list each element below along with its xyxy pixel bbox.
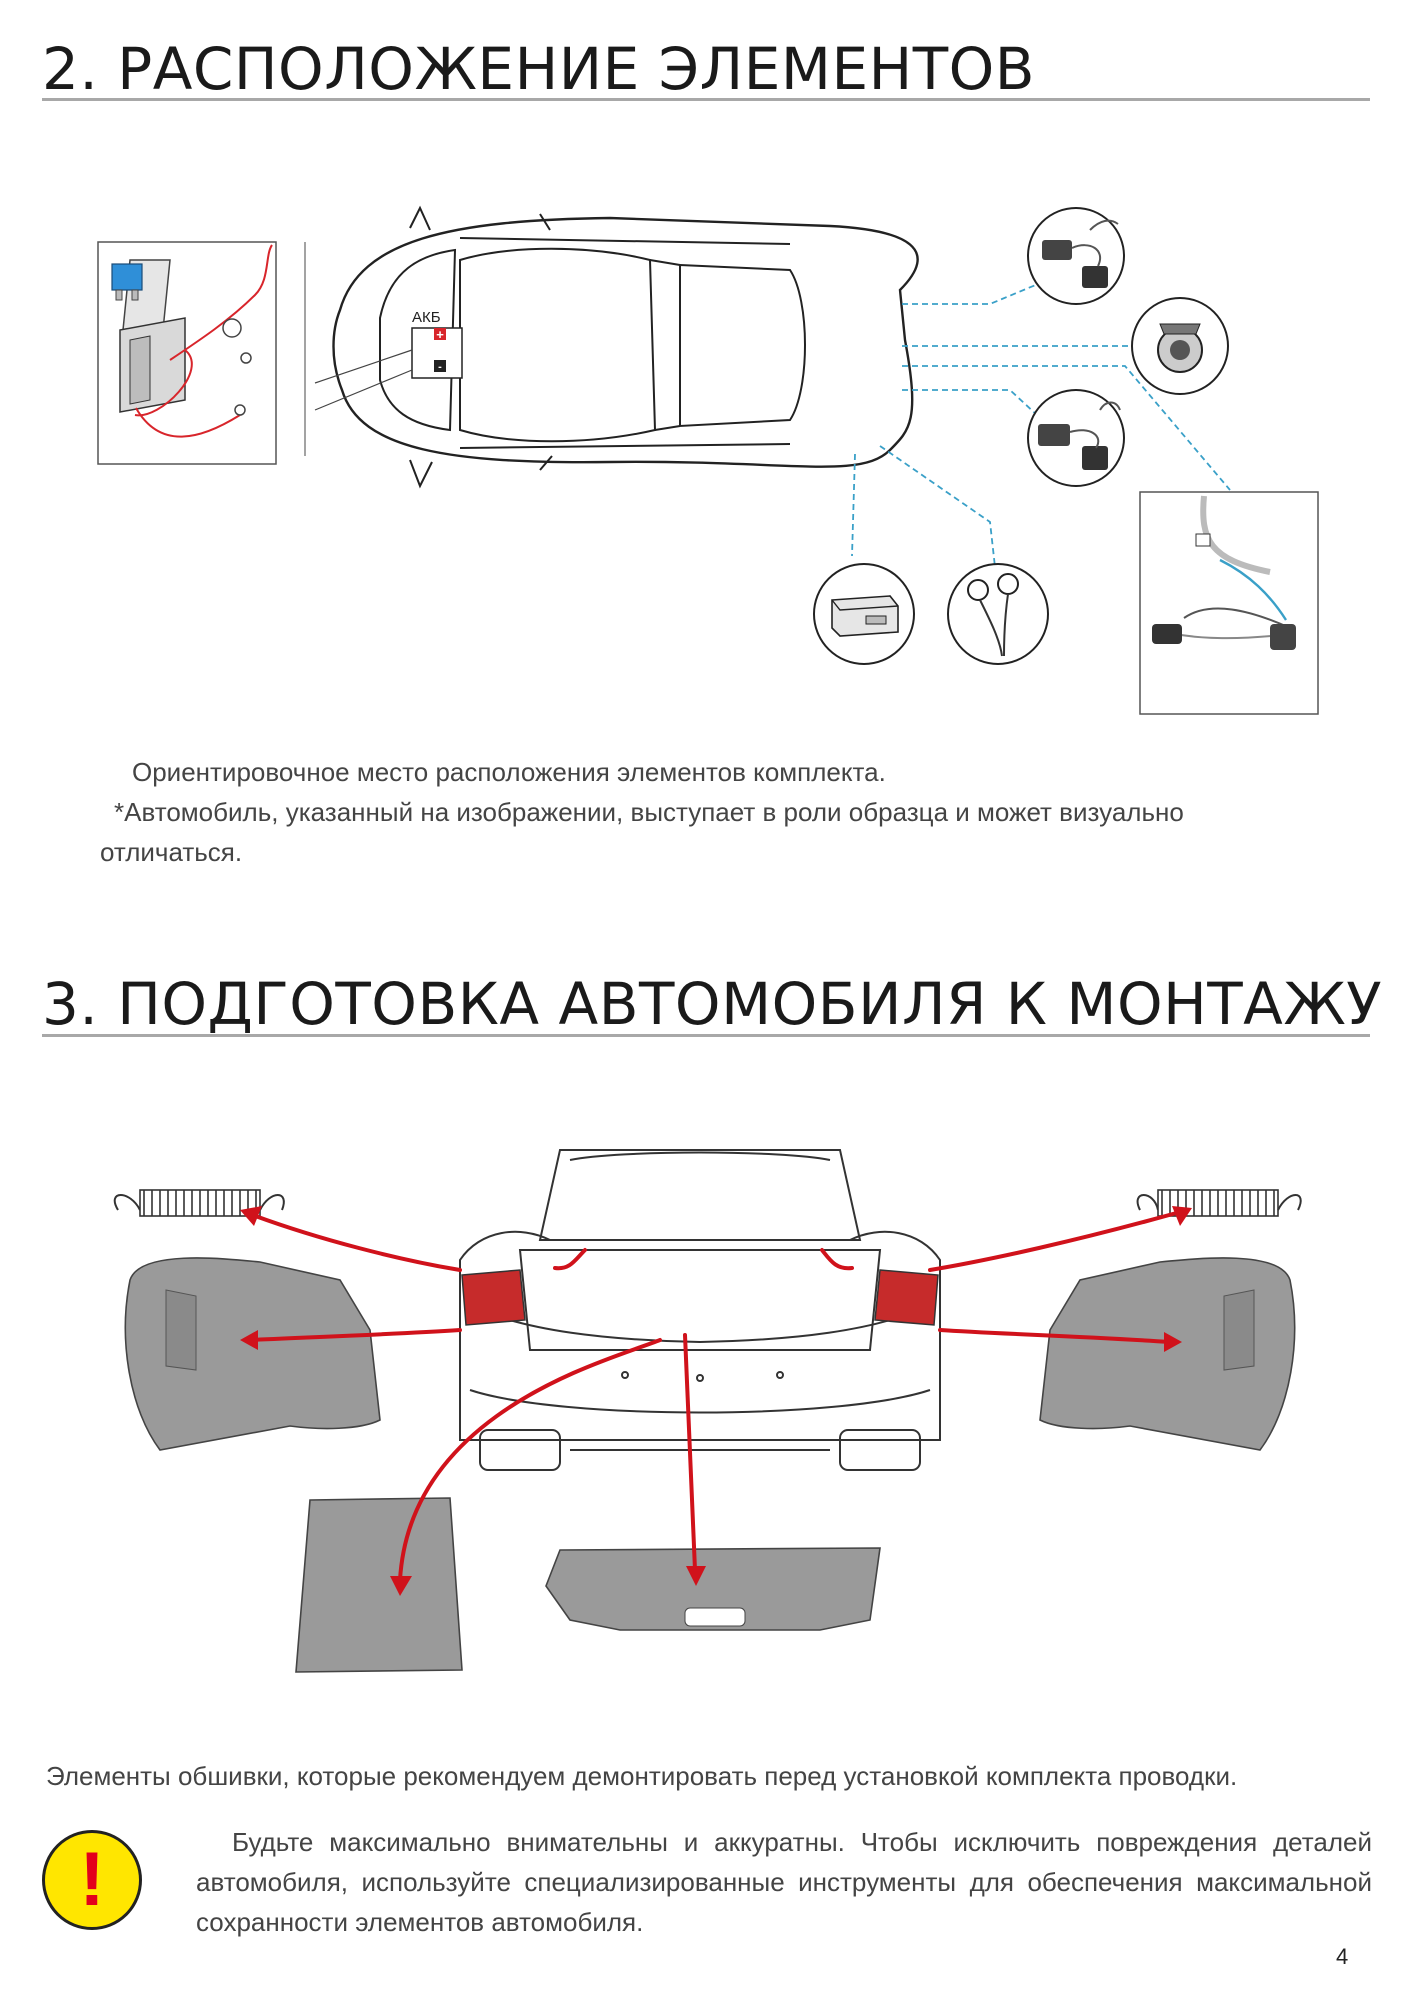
towbar-socket-detail bbox=[1131, 297, 1229, 395]
trim-removal-diagram bbox=[113, 1149, 1302, 1673]
warning-text-body: Будьте максимально внимательны и аккурат… bbox=[196, 1827, 1372, 1937]
rear-sill-trim bbox=[545, 1547, 881, 1631]
page-number: 4 bbox=[1336, 1944, 1349, 1969]
battery-label: АКБ bbox=[412, 309, 441, 326]
elements-placement-diagram: + - АКБ bbox=[97, 205, 1319, 715]
battery-minus: - bbox=[438, 361, 442, 373]
arrow-heads bbox=[240, 1206, 1192, 1596]
placement-caption-line3: отличаться. bbox=[100, 837, 243, 867]
harness-connector-detail bbox=[1027, 207, 1125, 305]
warning-symbol: ! bbox=[79, 1837, 105, 1922]
car-top-view bbox=[332, 205, 919, 489]
placement-caption: Ориентировочное место расположения элеме… bbox=[100, 752, 1320, 872]
exclamation-icon: ! bbox=[42, 1830, 142, 1930]
trunk-floor-panel bbox=[295, 1497, 463, 1673]
trunk-spring-right bbox=[1136, 1189, 1302, 1217]
control-module-detail bbox=[813, 563, 915, 665]
section-title-preparation: 3. ПОДГОТОВКА АВТОМОБИЛЯ К МОНТАЖУ bbox=[42, 970, 1383, 1038]
trunk-spring-left bbox=[113, 1189, 285, 1217]
car-rear-view bbox=[459, 1149, 941, 1471]
title-underline bbox=[42, 98, 1370, 101]
fuse-holder-inset bbox=[97, 241, 277, 465]
section-title-placement: 2. РАСПОЛОЖЕНИЕ ЭЛЕМЕНТОВ bbox=[42, 35, 1036, 103]
title-underline bbox=[42, 1034, 1370, 1037]
removal-arrows bbox=[248, 1210, 1182, 1582]
taillights bbox=[461, 1269, 939, 1326]
placement-caption-line2: *Автомобиль, указанный на изображении, в… bbox=[114, 797, 1184, 827]
wiring-inset bbox=[1139, 491, 1319, 715]
preparation-caption: Элементы обшивки, которые рекомендуем де… bbox=[46, 1761, 1238, 1791]
ground-terminal-detail bbox=[947, 563, 1049, 665]
side-trim-left bbox=[124, 1257, 381, 1451]
connector-leader-lines bbox=[851, 283, 1231, 568]
placement-caption-line1: Ориентировочное место расположения элеме… bbox=[132, 757, 886, 787]
harness-connector-detail-2 bbox=[1027, 389, 1125, 487]
battery-icon: + - АКБ bbox=[314, 309, 463, 411]
warning-text: Будьте максимально внимательны и аккурат… bbox=[196, 1822, 1372, 1942]
battery-plus: + bbox=[436, 327, 444, 342]
side-trim-right bbox=[1039, 1257, 1296, 1451]
